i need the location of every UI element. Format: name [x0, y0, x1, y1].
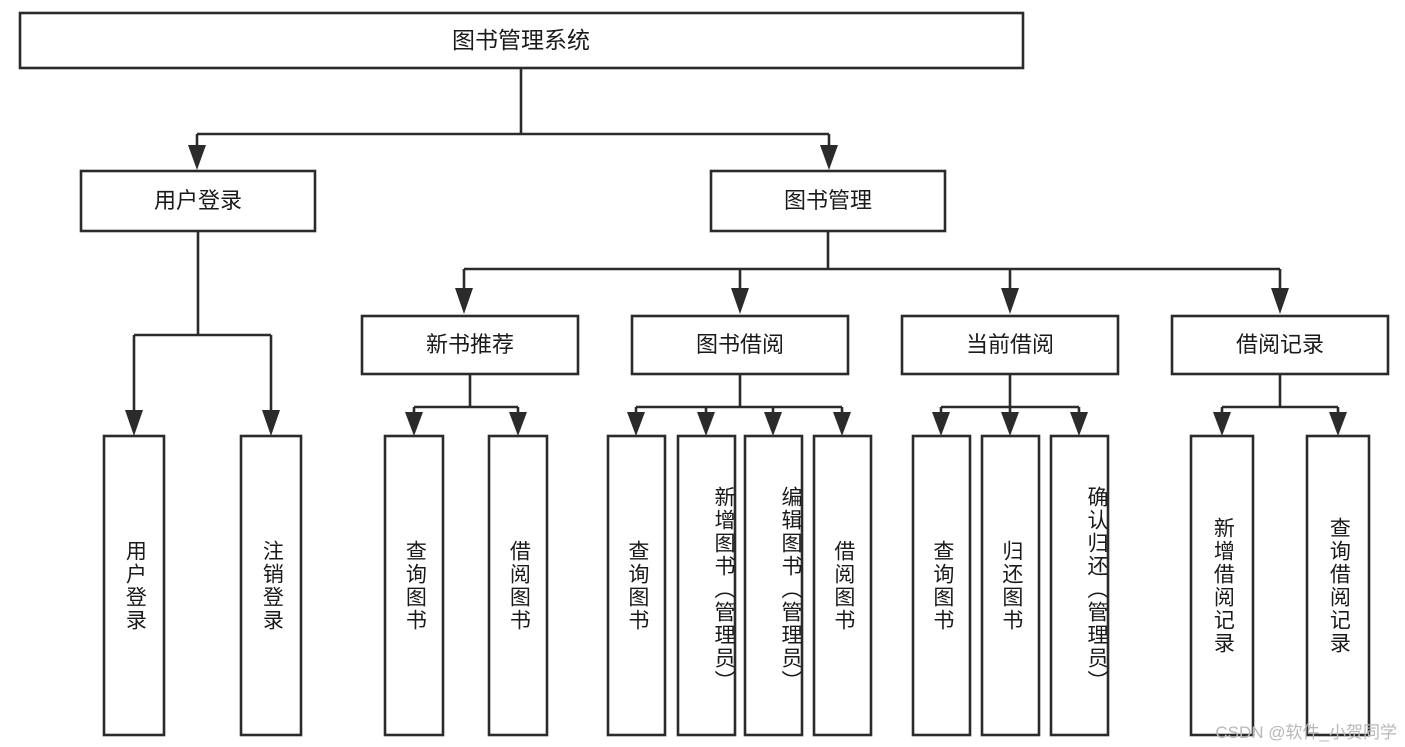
- node-book-borrow-label: 图书借阅: [696, 332, 784, 357]
- connector-borrow-record-to-leaves: [1213, 374, 1347, 436]
- connector-new-book-recommend-to-leaves: [405, 374, 527, 436]
- node-user-login[interactable]: 用户登录: [79, 169, 317, 233]
- connector-current-borrow-to-leaves: [932, 374, 1088, 436]
- arrow-to-user-login: [188, 145, 206, 170]
- leaf-box-query-book-nbr[interactable]: [383, 434, 445, 737]
- node-current-borrow[interactable]: 当前借阅: [900, 314, 1120, 376]
- node-root-label: 图书管理系统: [452, 27, 590, 53]
- node-new-book-recommend[interactable]: 新书推荐: [360, 314, 580, 376]
- node-book-borrow[interactable]: 图书借阅: [630, 314, 850, 376]
- leaf-box-add-borrow-record[interactable]: [1189, 434, 1255, 737]
- arrow-cb-leaf-2: [1001, 412, 1019, 436]
- arrow-nbr-leaf-2: [509, 412, 527, 436]
- arrow-nbr-leaf-1: [405, 412, 423, 436]
- node-user-login-label: 用户登录: [154, 188, 242, 213]
- arrow-to-book-borrow: [731, 288, 749, 314]
- node-borrow-record-box[interactable]: [1170, 314, 1390, 376]
- leaf-box-borrow-book-nbr[interactable]: [487, 434, 549, 737]
- node-borrow-record-label: 借阅记录: [1236, 332, 1324, 357]
- arrow-to-new-book-recommend: [455, 288, 473, 314]
- arrow-bb-leaf-3: [764, 412, 782, 436]
- arrow-bb-leaf-4: [833, 412, 851, 436]
- arrow-cb-leaf-3: [1070, 412, 1088, 436]
- node-new-book-recommend-label: 新书推荐: [426, 332, 514, 357]
- leaf-box-borrow-book-bb[interactable]: [812, 434, 873, 737]
- arrow-br-leaf-2: [1329, 412, 1347, 436]
- connector-user-login-to-leaves: [125, 231, 280, 436]
- arrow-cb-leaf-1: [932, 412, 950, 436]
- arrow-to-leaf-user-login: [125, 410, 143, 436]
- node-book-manage-label: 图书管理: [784, 188, 872, 213]
- node-book-manage-box[interactable]: [709, 169, 947, 233]
- node-root[interactable]: 图书管理系统: [18, 11, 1025, 70]
- leaf-box-return-book[interactable]: [980, 434, 1041, 737]
- leaf-box-user-login[interactable]: [102, 434, 166, 737]
- connector-book-manage-to-level3: [455, 231, 1289, 314]
- node-root-box[interactable]: [18, 11, 1025, 70]
- leaf-box-query-borrow-record[interactable]: [1305, 434, 1371, 737]
- node-book-manage[interactable]: 图书管理: [709, 169, 947, 233]
- connector-book-borrow-to-leaves: [627, 374, 851, 436]
- arrow-bb-leaf-1: [627, 412, 645, 436]
- arrow-to-borrow-record: [1271, 288, 1289, 314]
- arrow-to-book-manage: [820, 145, 838, 170]
- leaf-box-edit-book-admin[interactable]: [743, 434, 804, 737]
- arrow-bb-leaf-2: [697, 412, 715, 436]
- node-borrow-record[interactable]: 借阅记录: [1170, 314, 1390, 376]
- arrow-br-leaf-1: [1213, 412, 1231, 436]
- node-new-book-recommend-box[interactable]: [360, 314, 580, 376]
- leaf-box-logout[interactable]: [239, 434, 303, 737]
- node-current-borrow-label: 当前借阅: [966, 332, 1054, 357]
- leaf-box-query-book-bb[interactable]: [606, 434, 667, 737]
- arrow-to-leaf-logout: [262, 410, 280, 436]
- node-current-borrow-box[interactable]: [900, 314, 1120, 376]
- leaf-box-query-book-cb[interactable]: [911, 434, 972, 737]
- leaf-box-add-book-admin[interactable]: [676, 434, 737, 737]
- arrow-to-current-borrow: [1001, 288, 1019, 314]
- leaf-box-confirm-return-admin[interactable]: [1049, 434, 1110, 737]
- node-book-borrow-box[interactable]: [630, 314, 850, 376]
- csdn-watermark: CSDN @软件_小贺同学: [1215, 723, 1397, 742]
- connector-root-to-level2: [188, 68, 838, 170]
